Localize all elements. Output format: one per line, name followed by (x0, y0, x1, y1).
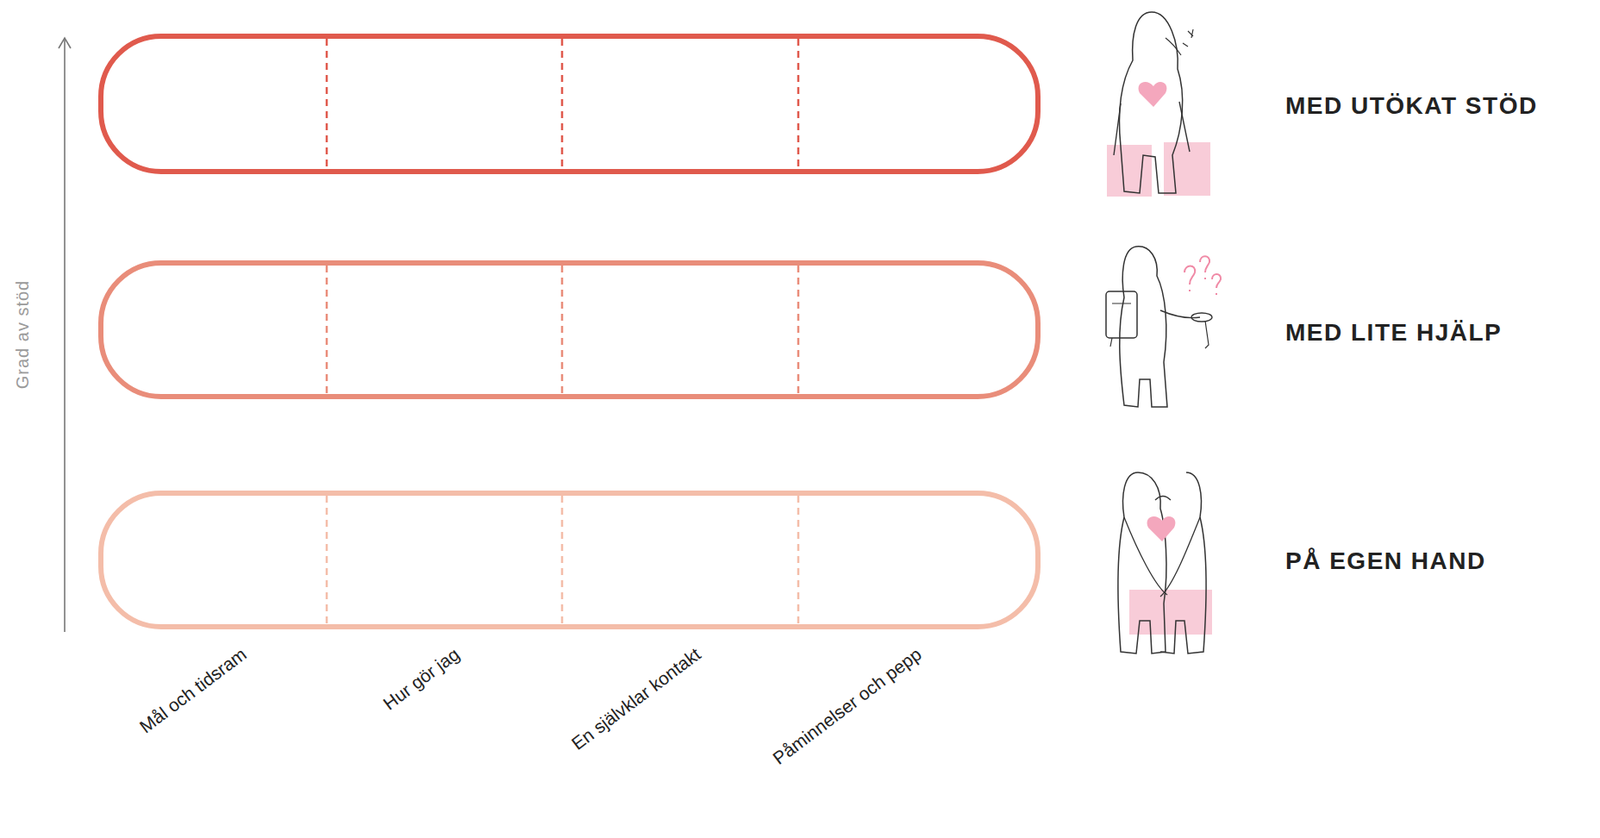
support-band (100, 36, 1038, 627)
row-label: MED UTÖKAT STÖD (1285, 93, 1538, 120)
column-label: Mål och tidsram (136, 643, 250, 738)
column-label: Påminnelser och pepp (768, 643, 925, 769)
puzzled-figure-illustration (1106, 246, 1221, 407)
hugging-figures-illustration (1118, 472, 1213, 654)
column-label: Hur gör jag (379, 643, 463, 714)
row-label: PÅ EGEN HAND (1285, 548, 1487, 575)
row-label: MED LITE HJÄLP (1285, 319, 1502, 347)
axis-label: Grad av stöd (12, 280, 32, 390)
support-axis (58, 37, 71, 632)
sad-figure-illustration (1106, 12, 1211, 197)
column-divider (326, 38, 799, 625)
column-label: En självklar kontakt (568, 643, 705, 754)
